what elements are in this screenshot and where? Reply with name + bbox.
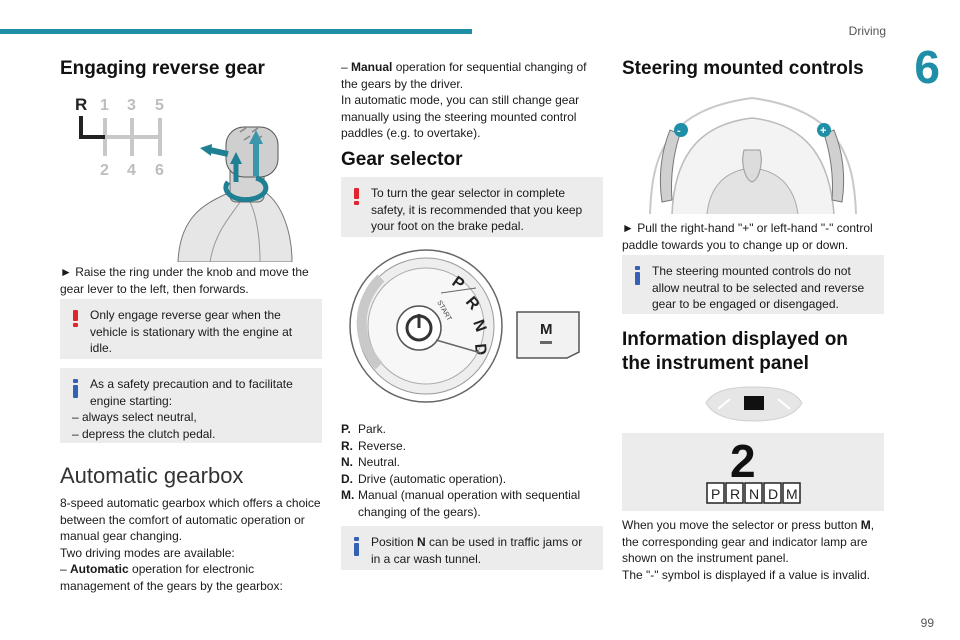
indicator-r: R xyxy=(730,486,740,502)
selector-info-note: Position N can be used in traffic jams o… xyxy=(341,526,603,570)
reverse-warning-note: Only engage reverse gear when the vehicl… xyxy=(60,299,322,359)
info-icon xyxy=(73,379,78,398)
dial-letter-d: D xyxy=(471,343,489,356)
indicator-n: N xyxy=(749,486,759,502)
gear-position-n: N.Neutral. xyxy=(341,455,401,469)
info-icon xyxy=(354,537,359,556)
gear-label-5: 5 xyxy=(155,97,164,114)
automatic-mode2-bold: Manual xyxy=(351,60,393,74)
info-icon xyxy=(635,266,640,285)
page-number: 99 xyxy=(920,616,934,630)
warning-icon xyxy=(73,310,78,327)
steering-title: Steering mounted controls xyxy=(622,58,864,79)
selector-title: Gear selector xyxy=(341,149,463,170)
gear-label-2: 2 xyxy=(100,162,109,179)
panel-body: When you move the selector or press butt… xyxy=(622,517,884,583)
gear-label-3: 3 xyxy=(127,97,136,114)
gear-display-panel: 2 P R N D M xyxy=(622,433,884,511)
instrument-panel-icon xyxy=(705,386,803,422)
automatic-body: 8-speed automatic gearbox which offers a… xyxy=(60,495,322,594)
reverse-info-item-1: – always select neutral, xyxy=(72,410,197,424)
gear-selector-illustration: P R N D START M xyxy=(349,249,580,403)
panel-title: Information displayed on the instrument … xyxy=(622,329,848,374)
gear-label-4: 4 xyxy=(127,162,136,179)
automatic-para3: In automatic mode, you can still change … xyxy=(341,93,580,140)
plus-label: + xyxy=(820,125,826,137)
dial-letter-n: N xyxy=(469,318,489,335)
indicator-p: P xyxy=(711,486,720,502)
chapter-number: 6 xyxy=(914,41,940,93)
reverse-info-item-2: – depress the clutch pedal. xyxy=(72,426,216,441)
automatic-mode1: – Automatic operation for electronic man… xyxy=(60,562,283,593)
selector-warning-text: To turn the gear selector in complete sa… xyxy=(371,186,583,233)
top-accent-bar xyxy=(0,29,472,34)
steering-instruction: ► Pull the right-hand "+" or left-hand "… xyxy=(622,221,873,252)
steering-info-note: The steering mounted controls do not all… xyxy=(622,255,884,314)
reverse-info-note: As a safety precaution and to facilitate… xyxy=(60,368,322,443)
indicator-d: D xyxy=(768,486,778,502)
reverse-warning-text: Only engage reverse gear when the vehicl… xyxy=(90,308,293,355)
automatic-body-continued: – Manual operation for sequential changi… xyxy=(341,59,603,142)
gear-label-1: 1 xyxy=(100,97,109,114)
automatic-mode1-bold: Automatic xyxy=(70,562,129,576)
gear-position-m: M.Manual (manual operation with sequenti… xyxy=(341,488,581,519)
gear-selector-dial: P R N D START xyxy=(349,249,503,403)
gear-position-r: R.Reverse. xyxy=(341,438,407,453)
automatic-mode2: – Manual operation for sequential changi… xyxy=(341,60,587,91)
reverse-title: Engaging reverse gear xyxy=(60,58,265,79)
gear-position-p: P.Park. xyxy=(341,422,387,436)
minus-label: - xyxy=(677,125,681,137)
indicator-m: M xyxy=(786,486,798,502)
automatic-mode1-rest: operation for electronic management of t… xyxy=(60,562,283,593)
gear-position-d: D.Drive (automatic operation). xyxy=(341,471,507,486)
current-gear-digit: 2 xyxy=(730,435,756,487)
running-head: Driving xyxy=(848,24,886,38)
automatic-para2: Two driving modes are available: xyxy=(60,545,235,560)
gear-indicator-row: P R N D M xyxy=(706,482,801,504)
gear-lever-drawing xyxy=(177,126,293,262)
plus-paddle-icon xyxy=(817,123,831,137)
automatic-title: Automatic gearbox xyxy=(60,463,244,488)
manual-button-label: M xyxy=(540,321,553,338)
gear-label-r: R xyxy=(75,95,87,114)
steering-wheel-illustration: - + xyxy=(649,96,857,214)
selector-warning-note: To turn the gear selector in complete sa… xyxy=(341,177,603,237)
gear-label-6: 6 xyxy=(155,162,164,179)
reverse-gear-illustration: R 1 3 5 2 4 6 xyxy=(75,95,293,262)
gear-positions-list: P.Park. R.Reverse. N.Neutral. D.Drive (a… xyxy=(341,421,603,520)
manual-button: M xyxy=(516,311,580,359)
steering-info-text: The steering mounted controls do not all… xyxy=(652,264,865,311)
minus-paddle-icon xyxy=(674,123,688,137)
reverse-info-intro: As a safety precaution and to facilitate… xyxy=(90,377,293,408)
automatic-para1: 8-speed automatic gearbox which offers a… xyxy=(60,496,321,543)
automatic-mode2-rest: operation for sequential changing of the… xyxy=(341,60,587,91)
panel-para2: The "-" symbol is displayed if a value i… xyxy=(622,567,870,582)
warning-icon xyxy=(354,188,359,205)
reverse-instruction: ► Raise the ring under the knob and move… xyxy=(60,265,309,296)
selector-info-text: Position N can be used in traffic jams o… xyxy=(371,535,583,566)
panel-para1: When you move the selector or press butt… xyxy=(622,518,875,565)
gear-pattern-diagram: R 1 3 5 2 4 6 xyxy=(75,95,164,179)
